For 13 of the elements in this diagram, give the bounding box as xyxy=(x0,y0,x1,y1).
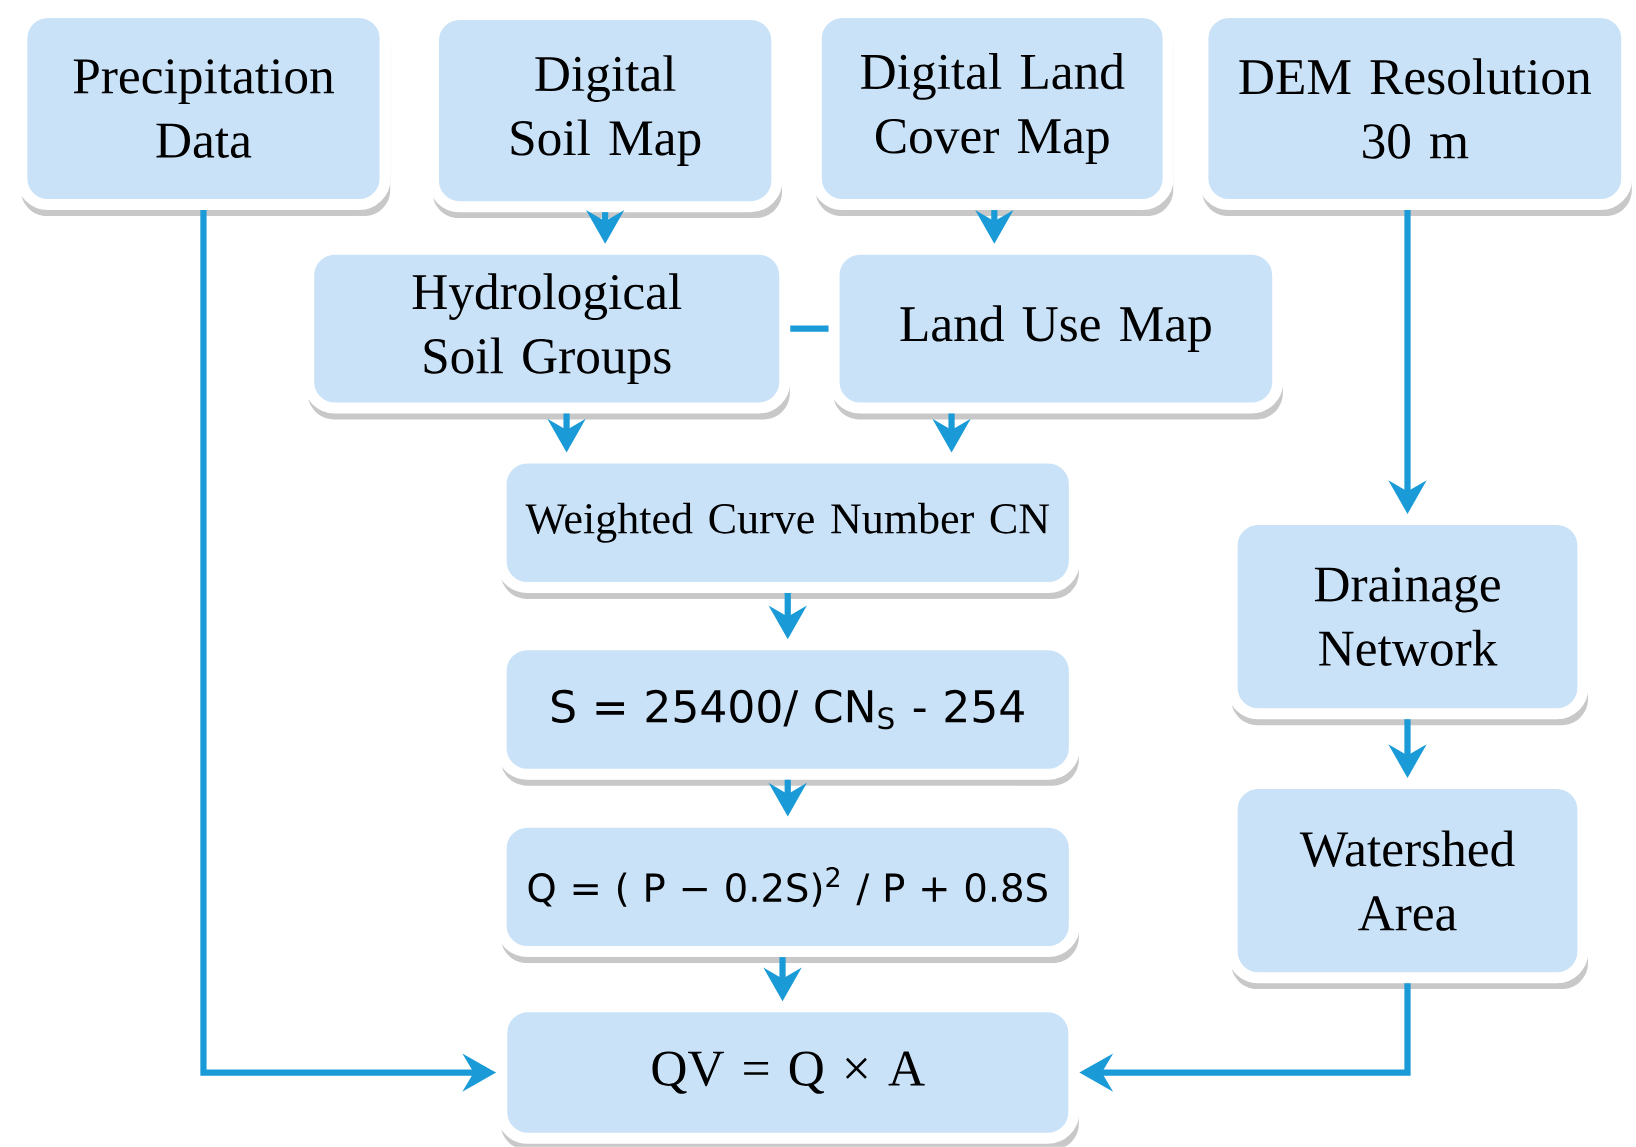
process-box: Hydrological Soil Groups xyxy=(303,244,791,420)
process-box: Land Use Map xyxy=(828,244,1284,420)
process-box: Digital Land Cover Map xyxy=(810,7,1174,217)
process-box: Digital Soil Map xyxy=(427,9,783,219)
formula-box: S = 25400/ CN$_{S}$ - 254 xyxy=(495,639,1080,786)
formula-box: Q = ( P − 0.2S)$^{2}$ / P + 0.8S xyxy=(495,816,1080,964)
process-box: DEM Resolution 30 m xyxy=(1197,7,1633,217)
process-box: Watershed Area xyxy=(1226,778,1589,990)
process-box: Precipitation Data xyxy=(16,7,391,217)
connector-line xyxy=(790,325,829,332)
process-box: Weighted Curve Number CN xyxy=(495,452,1080,600)
process-box: Drainage Network xyxy=(1226,514,1589,726)
formula-box: QV = Q × A xyxy=(496,1001,1080,1147)
